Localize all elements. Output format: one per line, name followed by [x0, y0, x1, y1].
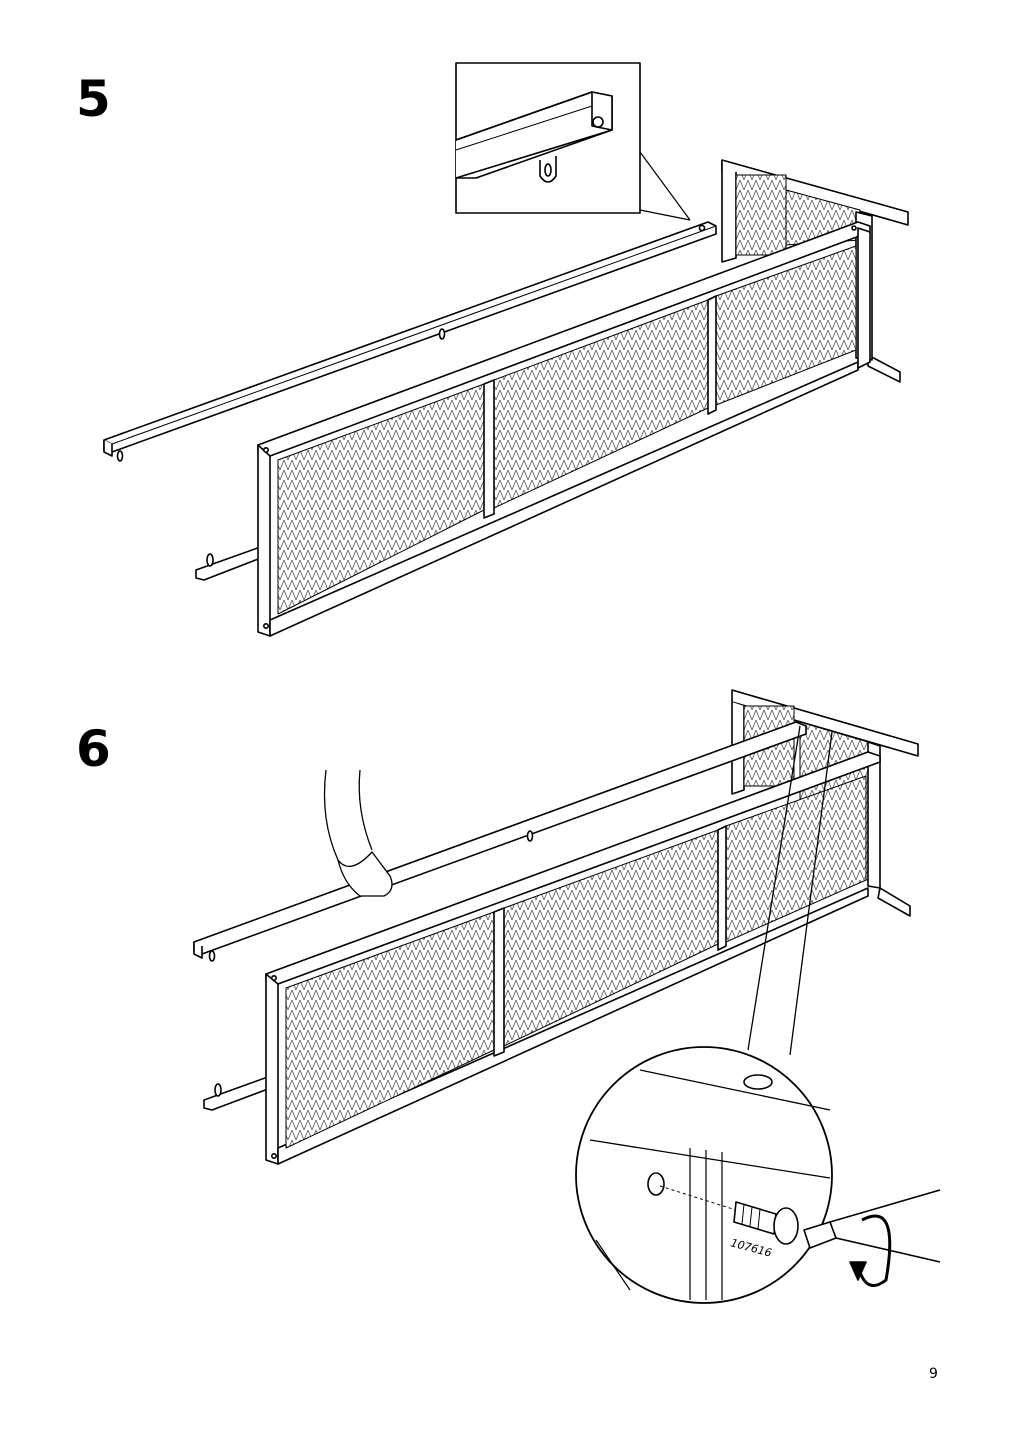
- step-6-front-lower-rail: [203, 1073, 277, 1111]
- step-5-illustration: [103, 62, 909, 637]
- screw-detail-circle: [575, 1046, 941, 1304]
- step-5-number: 5: [76, 70, 111, 128]
- step-6-illustration: 107616: [193, 689, 941, 1304]
- hand-holding-rail: [323, 769, 393, 897]
- step-5-detail-inset: [455, 62, 691, 221]
- step-6-back-rail: [193, 721, 807, 962]
- detail-callout-lines: [747, 725, 833, 1056]
- step-5-front-lower-rail: [195, 544, 267, 581]
- step-6-number: 6: [76, 720, 111, 778]
- step-5-front-panel: [257, 221, 871, 637]
- page-number: 9: [929, 1366, 938, 1382]
- step-5-back-rail: [103, 221, 717, 462]
- step-6-front-panel: [265, 751, 881, 1165]
